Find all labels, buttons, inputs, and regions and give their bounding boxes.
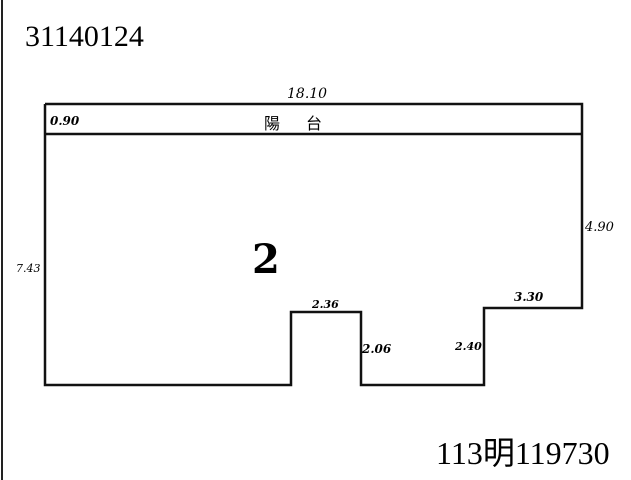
dim-top-width: 18.10 [287, 86, 328, 102]
dim-notch-width: 2.36 [312, 298, 339, 311]
dim-left-height: 7.43 [16, 262, 41, 275]
dim-notch-height: 2.06 [362, 342, 392, 356]
reference-number: 113明119730 [436, 435, 610, 471]
dim-right-step-height: 2.40 [455, 340, 482, 353]
dim-right-step-width: 3.30 [514, 290, 544, 304]
building-outline [43, 102, 584, 387]
dim-right-height: 4.90 [585, 220, 614, 235]
room-number: 2 [252, 236, 280, 283]
dim-balcony-depth: 0.90 [50, 114, 80, 128]
page-border-line [1, 0, 3, 480]
balcony-label: 陽台 [264, 114, 349, 133]
document-number: 31140124 [25, 20, 144, 53]
